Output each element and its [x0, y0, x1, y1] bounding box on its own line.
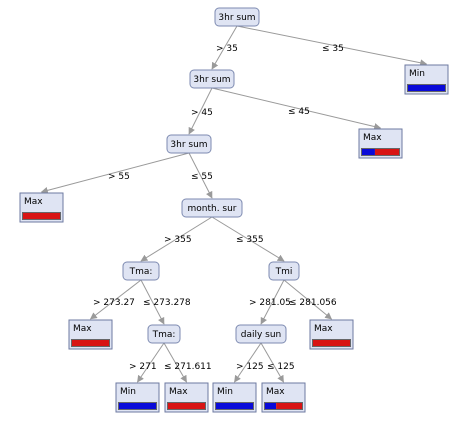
leaf-node[interactable]: Max — [68, 319, 113, 350]
split-node-label: daily sun — [241, 330, 282, 340]
split-node-label: month. sur — [187, 204, 236, 214]
leaf-node-label: Max — [314, 324, 333, 334]
class-distribution-segment — [374, 149, 399, 155]
edge-condition-label: ≤ 35 — [322, 44, 344, 54]
split-node[interactable]: daily sun — [235, 324, 287, 344]
leaf-node[interactable]: Min — [115, 382, 160, 413]
split-node[interactable]: Tma: — [122, 261, 160, 281]
split-node-label: Tma: — [129, 267, 153, 277]
split-node-label: Tma: — [152, 330, 176, 340]
edge-condition-label: > 35 — [216, 44, 238, 54]
tree-edge — [260, 279, 285, 325]
class-distribution-segment — [362, 149, 375, 155]
split-node[interactable]: Tmi — [268, 261, 300, 281]
leaf-node[interactable]: Max — [19, 192, 64, 223]
class-distribution-segment — [408, 85, 445, 91]
edge-condition-label: > 281.05 — [249, 298, 291, 308]
split-node[interactable]: 3hr sum — [214, 7, 260, 27]
split-node-box — [166, 134, 212, 154]
class-distribution-segment — [119, 403, 156, 409]
split-node-label: Tmi — [275, 267, 293, 277]
leaf-node-label: Max — [266, 387, 285, 397]
edge-condition-label: ≤ 125 — [267, 362, 295, 372]
tree-edge — [211, 216, 285, 262]
split-node-box — [214, 7, 260, 27]
tree-edge — [89, 279, 142, 320]
tree-edge — [163, 342, 187, 383]
leaf-node[interactable]: Min — [212, 382, 257, 413]
class-distribution-segment — [216, 403, 253, 409]
split-node-label: 3hr sum — [218, 13, 255, 23]
edge-condition-label: > 45 — [191, 108, 213, 118]
split-node-label: 3hr sum — [193, 75, 230, 85]
tree-edge — [140, 279, 165, 325]
leaf-node-label: Max — [363, 133, 382, 143]
split-node-box — [181, 198, 243, 218]
edge-condition-label: ≤ 273.278 — [143, 298, 191, 308]
leaf-node-label: Min — [120, 387, 136, 397]
split-node-box — [147, 324, 181, 344]
split-node[interactable]: 3hr sum — [189, 69, 235, 89]
edge-condition-label: ≤ 355 — [236, 235, 264, 245]
edge-condition-label: ≤ 281.056 — [289, 298, 337, 308]
class-distribution-segment — [168, 403, 205, 409]
edge-condition-label: > 55 — [108, 172, 130, 182]
leaf-node[interactable]: Min — [404, 64, 449, 95]
edge-condition-label: > 273.27 — [93, 298, 135, 308]
class-distribution-segment — [72, 340, 109, 346]
leaf-node[interactable]: Max — [164, 382, 209, 413]
tree-edge — [188, 152, 213, 199]
split-node[interactable]: Tma: — [147, 324, 181, 344]
tree-edge — [236, 25, 428, 67]
leaf-node-label: Min — [409, 69, 425, 79]
split-node-box — [235, 324, 287, 344]
leaf-node-label: Max — [24, 197, 43, 207]
split-node-label: 3hr sum — [170, 140, 207, 150]
class-distribution-segment — [313, 340, 350, 346]
leaf-node-label: Max — [73, 324, 92, 334]
split-node[interactable]: month. sur — [181, 198, 243, 218]
tree-edge — [211, 25, 238, 70]
tree-edges: > 35 ≤ 35 > 45 ≤ 45 > 55 ≤ 55 > 355 ≤ 355 > 273.… — [40, 25, 428, 383]
split-node-box — [268, 261, 300, 281]
edge-condition-label: ≤ 45 — [288, 107, 310, 117]
edge-condition-label: ≤ 55 — [191, 172, 213, 182]
tree-edge — [283, 279, 333, 320]
class-distribution-segment — [276, 403, 302, 409]
class-distribution-segment — [23, 213, 60, 219]
split-node-box — [122, 261, 160, 281]
edge-condition-label: > 271 — [129, 362, 157, 372]
tree-edge — [260, 342, 284, 383]
split-node[interactable]: 3hr sum — [166, 134, 212, 154]
leaf-node[interactable]: Max — [261, 382, 306, 413]
leaf-node[interactable]: Max — [358, 128, 403, 159]
tree-edge — [140, 216, 213, 262]
leaf-node-label: Min — [217, 387, 233, 397]
split-node-box — [189, 69, 235, 89]
leaf-node[interactable]: Max — [309, 319, 354, 350]
class-distribution-segment — [265, 403, 277, 409]
tree-edge — [234, 342, 262, 383]
tree-edge — [40, 152, 190, 194]
leaf-node-label: Max — [169, 387, 188, 397]
tree-edge — [137, 342, 165, 383]
tree-edge — [211, 87, 382, 130]
edge-condition-label: > 125 — [236, 362, 264, 372]
edge-condition-label: > 355 — [164, 235, 192, 245]
tree-edge — [188, 87, 213, 135]
edge-condition-label: ≤ 271.611 — [164, 362, 212, 372]
